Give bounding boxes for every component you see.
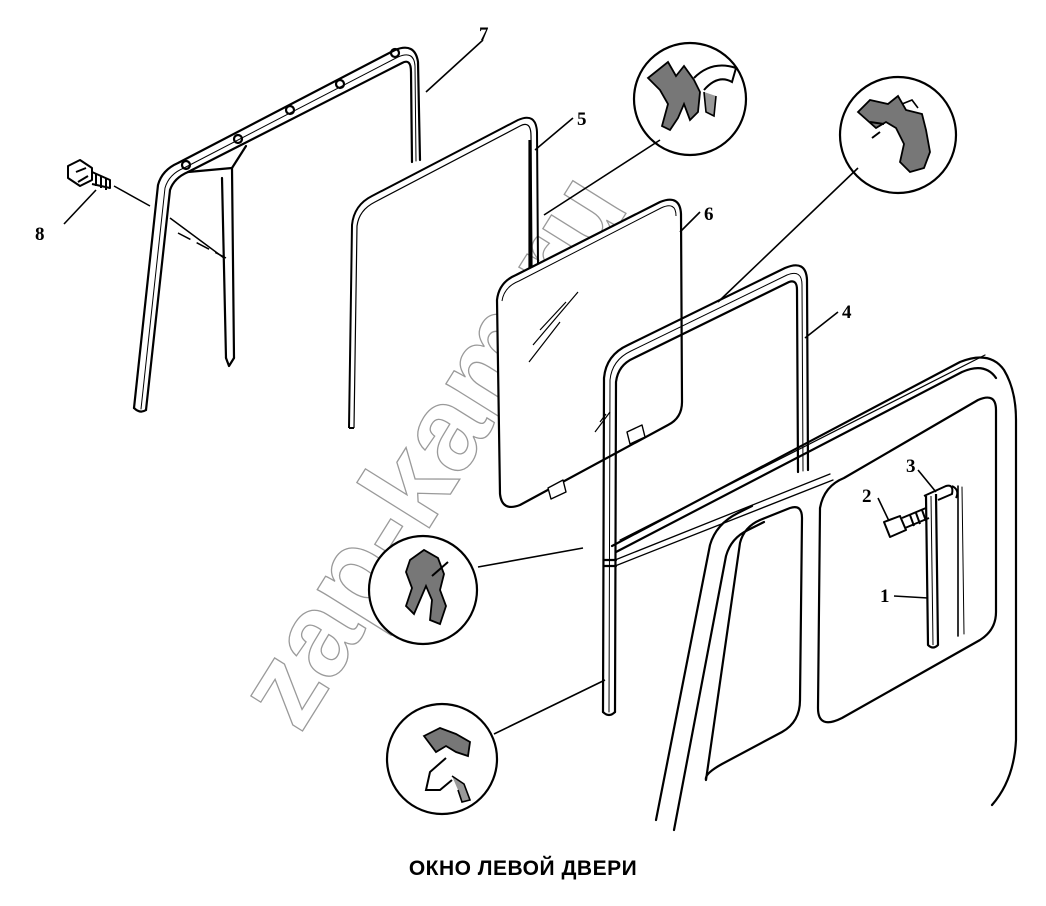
callout-6: 6 — [704, 204, 714, 225]
door-panel — [610, 354, 1018, 832]
callout-5: 5 — [577, 109, 587, 130]
callout-8: 8 — [35, 224, 45, 245]
part-6-glass-pane — [495, 198, 684, 509]
part-1-vertical-strip — [924, 493, 940, 649]
section-detail-top-left — [632, 41, 748, 157]
bolt-assembly-line — [113, 185, 225, 259]
part-7-frame-channel — [132, 46, 422, 413]
section-detail-middle-left — [367, 534, 479, 646]
part-4-glass-run-channel — [601, 264, 834, 717]
part-2-screw — [883, 507, 930, 538]
part-3-clip — [923, 484, 959, 501]
callout-3: 3 — [906, 456, 916, 477]
callout-1: 1 — [880, 586, 890, 607]
diagram-caption: ОКНО ЛЕВОЙ ДВЕРИ — [408, 857, 638, 880]
part-8-bolt — [67, 159, 111, 190]
callout-4: 4 — [842, 302, 852, 323]
section-detail-bottom-left — [385, 702, 499, 816]
bolt-assembly-dash — [177, 232, 227, 259]
callout-7: 7 — [479, 24, 489, 45]
section-detail-top-right — [838, 75, 958, 195]
callout-2: 2 — [862, 486, 872, 507]
leader-lines — [63, 39, 937, 735]
part-5-rubber-seal — [348, 116, 539, 429]
